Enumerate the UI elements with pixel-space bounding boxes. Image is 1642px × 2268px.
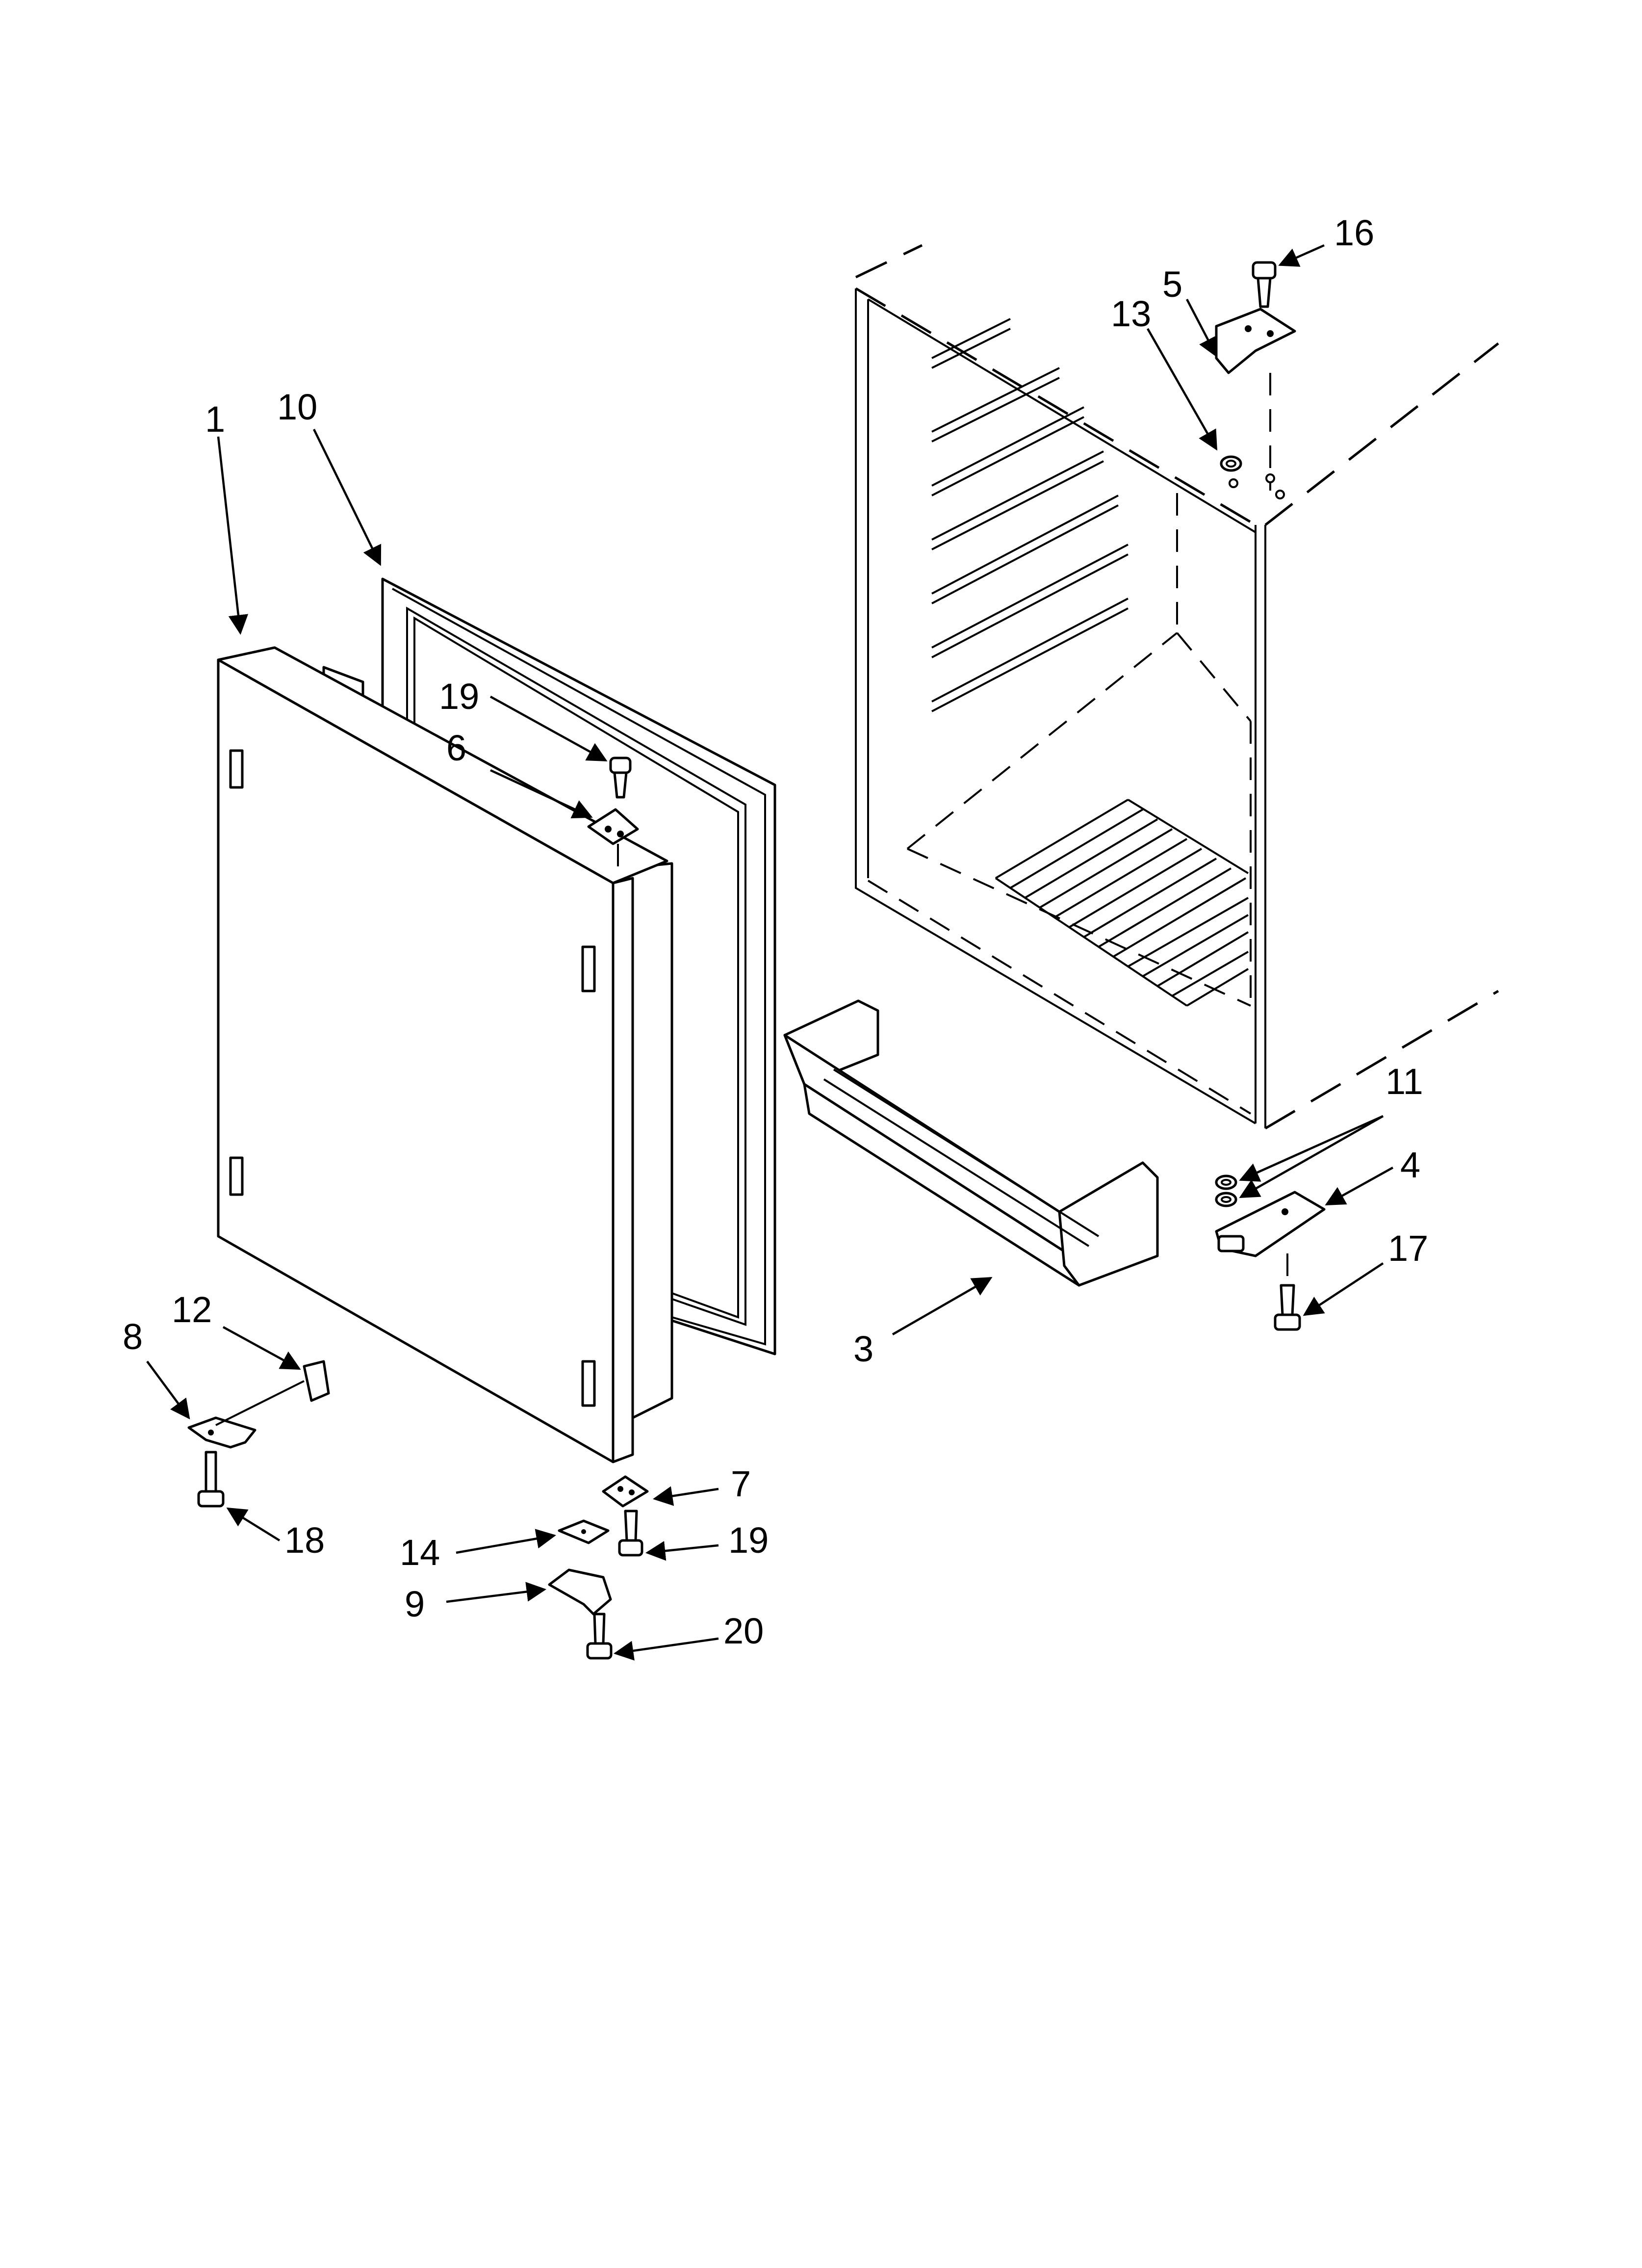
cabinet-top-hinge <box>1215 308 1296 491</box>
cabinet-bottom-hinge <box>1215 1191 1326 1285</box>
part-label-11: 11 <box>1385 1061 1423 1102</box>
part-label-13: 13 <box>1111 293 1151 334</box>
part-number-labels: 1 10 19 6 16 5 13 11 4 17 3 12 8 18 7 19… <box>123 212 1428 1651</box>
part-label-7: 7 <box>731 1463 751 1504</box>
cabinet-liner <box>855 244 1499 1130</box>
hinge-shim <box>558 1519 610 1544</box>
cabinet-bottom-hinge-screw <box>1274 1284 1301 1331</box>
door-handle-slot <box>581 1360 596 1407</box>
door-handle-slot <box>229 749 244 789</box>
part-label-20: 20 <box>723 1611 764 1651</box>
cabinet-floor-grille <box>995 799 1249 1007</box>
part-label-9: 9 <box>405 1584 425 1624</box>
door-stop-cover <box>303 1360 330 1402</box>
part-label-1: 1 <box>205 399 225 440</box>
part-label-12: 12 <box>172 1289 212 1330</box>
part-label-17: 17 <box>1388 1228 1428 1269</box>
part-label-18: 18 <box>284 1520 325 1561</box>
part-label-19b: 19 <box>728 1520 769 1561</box>
part-label-16: 16 <box>1334 212 1374 253</box>
part-label-6: 6 <box>446 728 466 768</box>
cabinet-ribs <box>931 318 1129 712</box>
spacer-washers <box>1215 1174 1237 1207</box>
hinge-pin-bracket <box>548 1568 612 1616</box>
part-label-8: 8 <box>123 1316 143 1357</box>
door-stop-screw <box>197 1451 225 1508</box>
door-handle-slot <box>229 1156 244 1196</box>
top-hinge-screw <box>609 756 632 799</box>
door-stop-bracket <box>187 1380 305 1449</box>
part-label-10: 10 <box>277 387 317 427</box>
cabinet-top-hinge-screw <box>1252 261 1277 308</box>
part-label-4: 4 <box>1400 1145 1420 1185</box>
door-bottom-hinge <box>602 1475 649 1508</box>
door-shelf <box>783 999 1159 1287</box>
hinge-pin-screw <box>586 1613 613 1660</box>
door-bottom-hinge-screw <box>618 1510 643 1557</box>
part-label-3: 3 <box>853 1329 873 1369</box>
part-label-5: 5 <box>1162 264 1182 305</box>
hinge-hole-cap <box>1220 455 1285 499</box>
freezer-door <box>217 646 673 1463</box>
part-label-19: 19 <box>439 676 479 717</box>
top-hinge-bracket <box>587 808 639 873</box>
part-label-14: 14 <box>400 1532 440 1573</box>
leader-lines <box>146 244 1394 1661</box>
door-handle-slot <box>581 945 596 992</box>
